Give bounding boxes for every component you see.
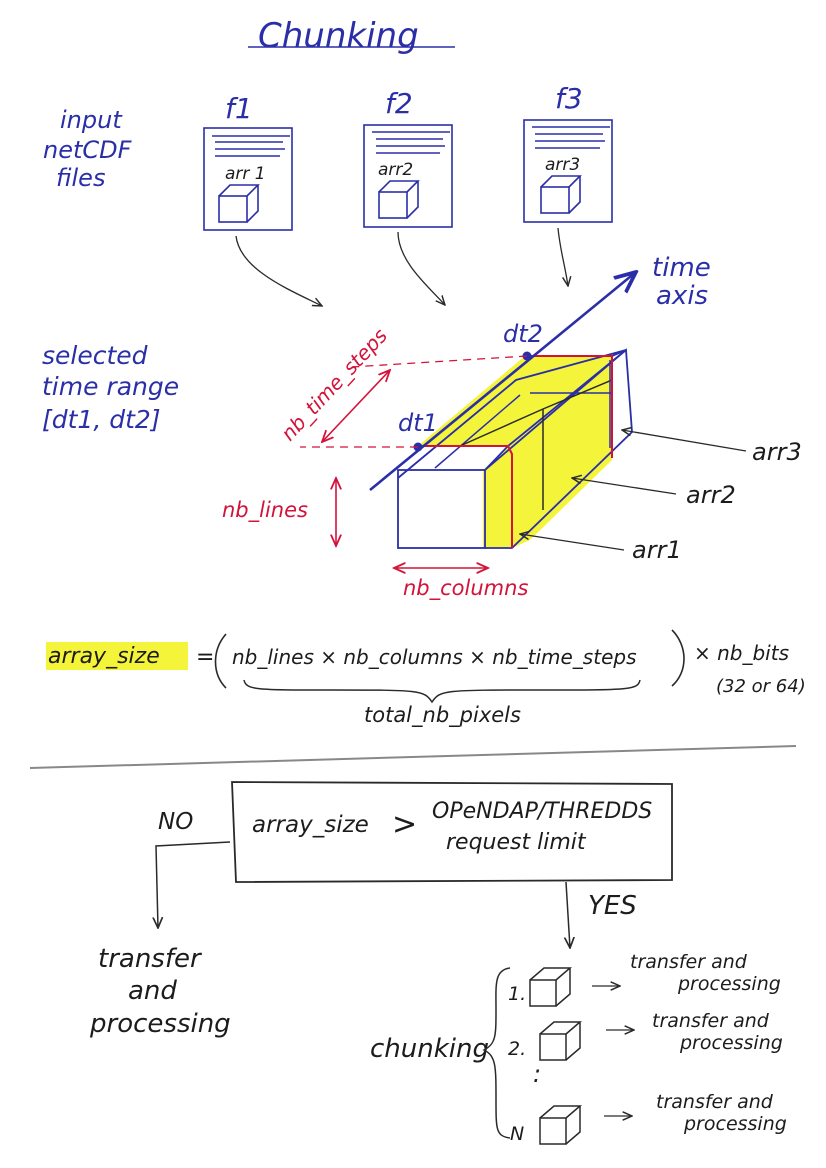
array-stack — [397, 348, 633, 549]
dt2-label: dt2 — [503, 320, 543, 348]
time-range-guide-top — [351, 355, 528, 368]
svg-text:axis: axis — [656, 281, 708, 311]
svg-text:and: and — [128, 976, 177, 1006]
arrow-arr1 — [520, 534, 625, 551]
arrow-f3-to-stack — [557, 227, 568, 286]
chunk-index: 1. — [508, 983, 526, 1005]
input-file-f2: f2 arr2 — [363, 87, 453, 228]
arr2-boundary — [459, 379, 613, 510]
arrow-arr2 — [572, 478, 677, 495]
cube-icon — [378, 180, 420, 219]
open-paren — [214, 633, 227, 689]
cube-icon — [529, 967, 573, 1007]
svg-text:transfer and: transfer and — [630, 951, 748, 973]
svg-text:processing: processing — [679, 1032, 783, 1054]
time-steps-label: nb_time_steps — [276, 324, 392, 446]
no-branch-line — [156, 841, 231, 928]
underbrace — [243, 679, 641, 704]
decision-limit-line-2: request limit — [446, 830, 587, 855]
svg-text:[dt1, dt2]: [dt1, dt2] — [42, 405, 161, 434]
section-divider — [29, 745, 797, 769]
chunk-ellipsis: : — [533, 1060, 541, 1088]
yes-label: YES — [588, 891, 637, 921]
cube-icon — [539, 1021, 583, 1061]
arr2-label: arr2 — [686, 481, 736, 509]
equals-sign: = — [196, 645, 214, 670]
no-label: NO — [158, 809, 193, 835]
cube-icon — [540, 175, 582, 214]
array-label: arr3 — [545, 155, 580, 175]
decision-limit-line-1: OPeNDAP/THREDDS — [432, 799, 652, 824]
decision-box: array_size > OPeNDAP/THREDDS request lim… — [231, 781, 673, 883]
time-axis-line — [369, 272, 636, 492]
time-axis-label: time axis — [652, 253, 711, 311]
selected-time-range-label: selected time range [dt1, dt2] — [42, 341, 179, 434]
arrow-f2-to-stack — [397, 231, 445, 305]
chunking-brace — [482, 967, 511, 1139]
decision-operator: > — [392, 807, 417, 842]
cube-icon — [218, 184, 260, 223]
file-name: f3 — [555, 82, 583, 115]
time-steps-arrow — [322, 370, 390, 442]
chunk-index: N — [510, 1123, 524, 1145]
file-name: f2 — [385, 87, 413, 120]
yes-branch-line — [566, 881, 570, 948]
input-file-f1: f1 arr 1 — [203, 92, 293, 231]
array-label: arr2 — [378, 160, 413, 180]
svg-text:time range: time range — [42, 372, 179, 401]
arrow-arr3 — [622, 430, 747, 452]
selected-region-highlight — [418, 356, 612, 446]
svg-text:selected: selected — [42, 341, 148, 370]
svg-text:input: input — [60, 106, 123, 134]
columns-label: nb_columns — [403, 576, 528, 601]
formula-product: nb_lines × nb_columns × nb_time_steps — [232, 645, 636, 669]
dt1-label: dt1 — [398, 409, 438, 437]
array-size-term: array_size — [48, 644, 160, 669]
bits-note: (32 or 64) — [716, 676, 806, 697]
chunk-item-2: 2. transfer and processing — [508, 1010, 783, 1061]
svg-text:netCDF: netCDF — [43, 136, 133, 164]
arr3-label: arr3 — [752, 438, 802, 466]
array-label: arr 1 — [225, 164, 266, 184]
chunking-label: chunking — [370, 1034, 489, 1064]
close-paren — [671, 629, 685, 687]
no-result-text: transfer and processing — [89, 944, 231, 1039]
decision-lhs: array_size — [252, 812, 369, 838]
svg-text:time: time — [652, 253, 711, 283]
svg-text:processing: processing — [677, 973, 781, 995]
array-size-highlight — [46, 642, 188, 670]
svg-text:transfer and: transfer and — [652, 1010, 770, 1032]
chunk-item-n: N transfer and processing — [510, 1091, 787, 1145]
arrow-f1-to-stack — [235, 235, 322, 306]
file-name: f1 — [225, 92, 253, 125]
chunk-index: 2. — [508, 1038, 526, 1060]
input-files-label: input netCDF files — [43, 106, 133, 192]
input-file-f3: f3 arr3 — [523, 82, 613, 223]
diagram-title: Chunking — [258, 16, 419, 56]
arr1-label: arr1 — [632, 536, 682, 564]
svg-text:processing: processing — [683, 1113, 787, 1135]
svg-text:transfer and: transfer and — [656, 1091, 774, 1113]
svg-text:transfer: transfer — [98, 944, 203, 974]
times-bits: × nb_bits — [694, 641, 789, 665]
lines-label: nb_lines — [222, 498, 308, 523]
cube-icon — [539, 1105, 583, 1145]
svg-text:processing: processing — [89, 1009, 231, 1039]
total-pixels-label: total_nb_pixels — [364, 703, 521, 728]
chunk-item-1: 1. transfer and processing — [508, 951, 781, 1007]
svg-text:files: files — [56, 164, 105, 192]
